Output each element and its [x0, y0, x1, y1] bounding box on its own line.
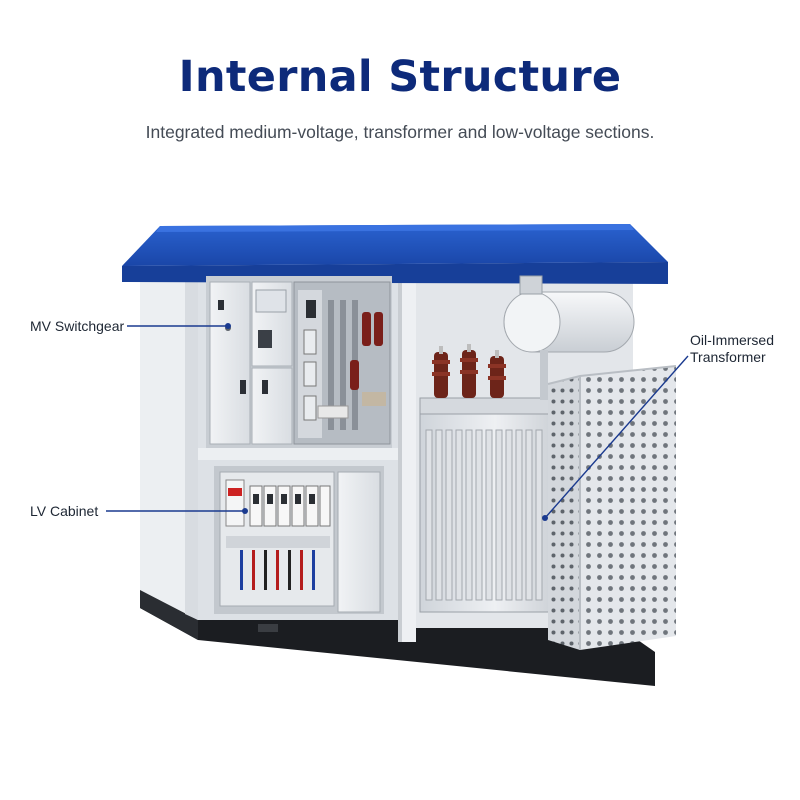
callout-oil-transformer-line1: Oil-Immersed [690, 332, 775, 348]
lv-cables [240, 550, 315, 590]
callout-oil-transformer: Oil-Immersed Transformer [690, 332, 774, 366]
oil-immersed-transformer [419, 275, 635, 613]
callout-lv-cabinet: LV Cabinet [30, 503, 99, 519]
lv-leader-dot [242, 508, 248, 514]
section-divider [198, 448, 398, 460]
hv-bushings [432, 344, 506, 398]
center-pillar [398, 262, 416, 642]
blue-roof [122, 224, 668, 284]
perforated-guard [547, 365, 677, 650]
callout-mv-switchgear: MV Switchgear [30, 318, 125, 334]
page-title: Internal Structure [178, 52, 622, 102]
radiator-fins [425, 429, 543, 601]
transformer-leader-dot [542, 515, 548, 521]
callout-oil-transformer-line2: Transformer [690, 349, 766, 365]
conservator-tank [503, 275, 635, 400]
transformer-leader-line [544, 355, 689, 519]
page-subtitle: Integrated medium-voltage, transformer a… [145, 122, 655, 142]
lv-cabinet [214, 466, 384, 614]
mv-switchgear [206, 276, 392, 448]
mv-leader-dot [225, 323, 231, 329]
enclosure-left-wall [140, 268, 198, 620]
lv-breakers [249, 485, 331, 527]
callout-leaders [106, 323, 689, 521]
